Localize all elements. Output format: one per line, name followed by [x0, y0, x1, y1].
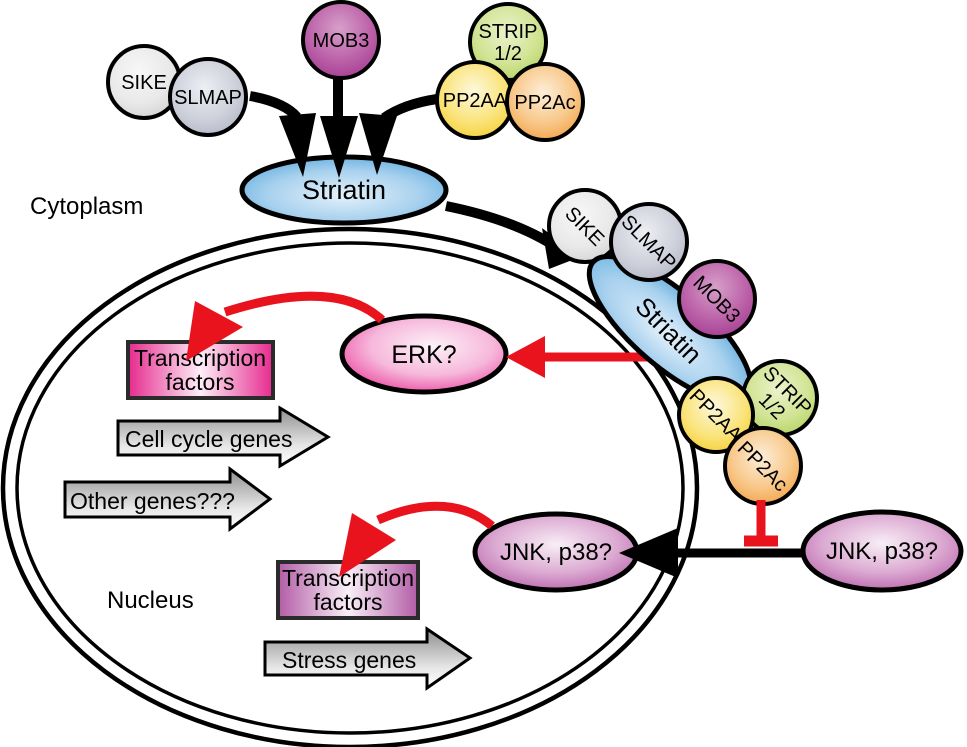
jnk-to-tf-arrowhead: [339, 513, 396, 577]
striatin-label: Striatin: [302, 175, 386, 205]
jnk-cytoplasmic-label: JNK, p38?: [826, 538, 938, 565]
jnk-cytoplasmic-node: JNK, p38?: [800, 509, 964, 593]
jnk-to-tf-arrow: [339, 501, 495, 577]
cell-cycle-genes-label: Cell cycle genes: [125, 426, 292, 452]
free-slmap-node: SLMAP: [168, 57, 248, 137]
stress-genes-label: Stress genes: [282, 647, 416, 673]
nucleus-membrane: [0, 226, 700, 747]
jnk-nuclear-node: JNK, p38?: [472, 511, 640, 593]
free-pp2aa-node: PP2AA: [435, 60, 515, 140]
stripak-complex: SIKE Striatin SLMAP MOB3 STRIP 1/2 PP2AA: [547, 188, 819, 506]
slmap-to-striatin-arrowhead: [279, 113, 316, 177]
complex-mob3-node: MOB3: [677, 259, 757, 339]
erk-node: ERK?: [339, 313, 509, 395]
cell-cycle-genes-arrow: Cell cycle genes: [116, 405, 331, 469]
transcription-factors-box-stress: Transcription factors: [276, 560, 420, 620]
jnk-import-arrowhead: [619, 528, 678, 578]
mob3-to-striatin-arrowhead: [320, 116, 358, 178]
tf-stress-line2: factors: [313, 589, 382, 615]
complex-to-erk-arrowhead: [506, 336, 545, 378]
free-strip-node: STRIP 1/2: [468, 2, 548, 82]
free-strip-label-line1: STRIP: [479, 21, 538, 43]
free-pp2ac-label: PP2Ac: [514, 92, 575, 114]
erk-label: ERK?: [391, 341, 456, 369]
free-sike-node: SIKE: [106, 44, 182, 120]
cytoplasm-label: Cytoplasm: [30, 193, 143, 220]
pp2ac-inhibition-bar: [744, 500, 778, 547]
free-sike-label: SIKE: [121, 72, 167, 94]
free-mob3-node: MOB3: [301, 0, 381, 80]
free-pp2aa-label: PP2AA: [443, 90, 508, 112]
complex-to-erk-arrow: [506, 336, 650, 378]
complex-pp2ac-node: PP2Ac: [723, 426, 803, 506]
stress-genes-arrow: Stress genes: [263, 626, 473, 691]
free-strip-label-line2: 1/2: [494, 43, 522, 65]
erk-to-tf-arrow: [186, 291, 386, 361]
slmap-to-striatin-arrow: [249, 91, 316, 177]
erk-to-tf-arrowhead: [186, 301, 243, 361]
pp2a-to-striatin-arrowhead: [359, 113, 397, 175]
free-slmap-label: SLMAP: [174, 87, 242, 109]
tf-cell-cycle-line2: factors: [165, 369, 234, 395]
mob3-to-striatin-arrow: [320, 79, 358, 178]
free-pp2ac-node: PP2Ac: [505, 62, 585, 142]
complex-slmap-node: SLMAP: [609, 202, 689, 282]
free-mob3-label: MOB3: [313, 30, 370, 52]
complex-strip-node: STRIP 1/2: [741, 359, 819, 437]
complex-sike-node: SIKE: [547, 188, 623, 264]
other-genes-arrow: Other genes???: [63, 466, 273, 532]
nucleus-outer-membrane: [0, 226, 700, 747]
other-genes-label: Other genes???: [70, 488, 235, 514]
pp2a-to-striatin-arrow: [359, 94, 438, 175]
jnk-nuclear-label: JNK, p38?: [500, 539, 612, 566]
nucleus-inner-membrane: [15, 241, 685, 735]
jnk-import-arrow: [619, 528, 806, 578]
striatin-node: Striatin: [239, 154, 449, 226]
nucleus-label: Nucleus: [107, 587, 194, 614]
